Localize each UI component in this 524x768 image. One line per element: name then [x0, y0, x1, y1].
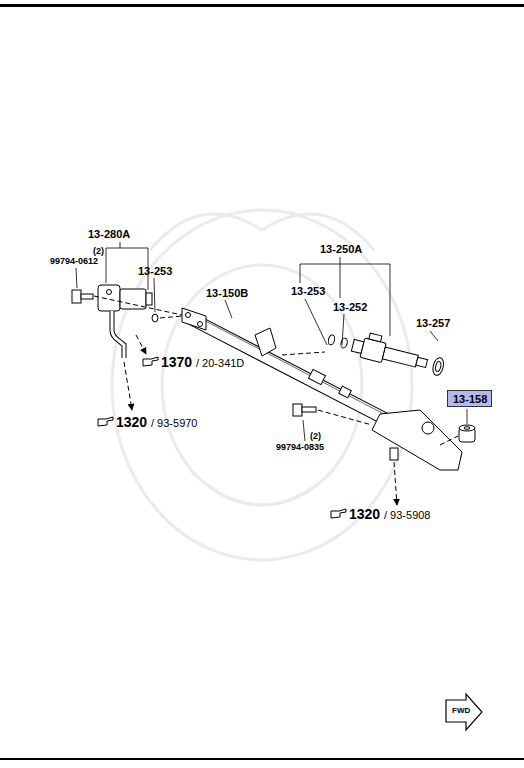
- reference-number: 1370: [161, 355, 192, 369]
- part-number: 13-252: [333, 302, 367, 313]
- part-number: 13-253: [138, 266, 172, 277]
- reference-number: / 93-5970: [151, 418, 197, 429]
- direction-label: FWD: [452, 707, 470, 715]
- pressure-regulator: [98, 285, 158, 358]
- reference-number: / 20-341D: [196, 358, 244, 369]
- bolt: [72, 290, 316, 416]
- forward-arrow: [446, 694, 482, 730]
- part-number: 13-250A: [320, 244, 362, 255]
- part-number: 13-158: [453, 394, 486, 405]
- part-number: 13-280A: [88, 229, 130, 240]
- fuel-injector: [326, 324, 447, 378]
- reference-number: 1320: [349, 507, 380, 521]
- highlighted-part-box: 13-158: [447, 390, 492, 407]
- watermark: [112, 210, 412, 560]
- part-number: 13-253: [291, 286, 325, 297]
- leader-line: [76, 242, 467, 441]
- reference-number: 1320: [116, 415, 147, 429]
- part-number: 13-150B: [206, 288, 248, 299]
- grommet: [459, 425, 475, 442]
- part-number: (2): [93, 247, 104, 256]
- bottom-rule: [0, 758, 524, 760]
- top-rule: [0, 4, 524, 7]
- fuel-rail: [182, 308, 462, 470]
- part-number: 13-257: [416, 318, 450, 329]
- assembly-line: [94, 296, 458, 505]
- part-number: (2): [310, 432, 321, 441]
- part-number: 99794-0835: [276, 443, 324, 452]
- part-number: 99794-0612: [50, 257, 98, 266]
- reference-hand: [98, 357, 346, 518]
- reference-number: / 93-5908: [384, 510, 430, 521]
